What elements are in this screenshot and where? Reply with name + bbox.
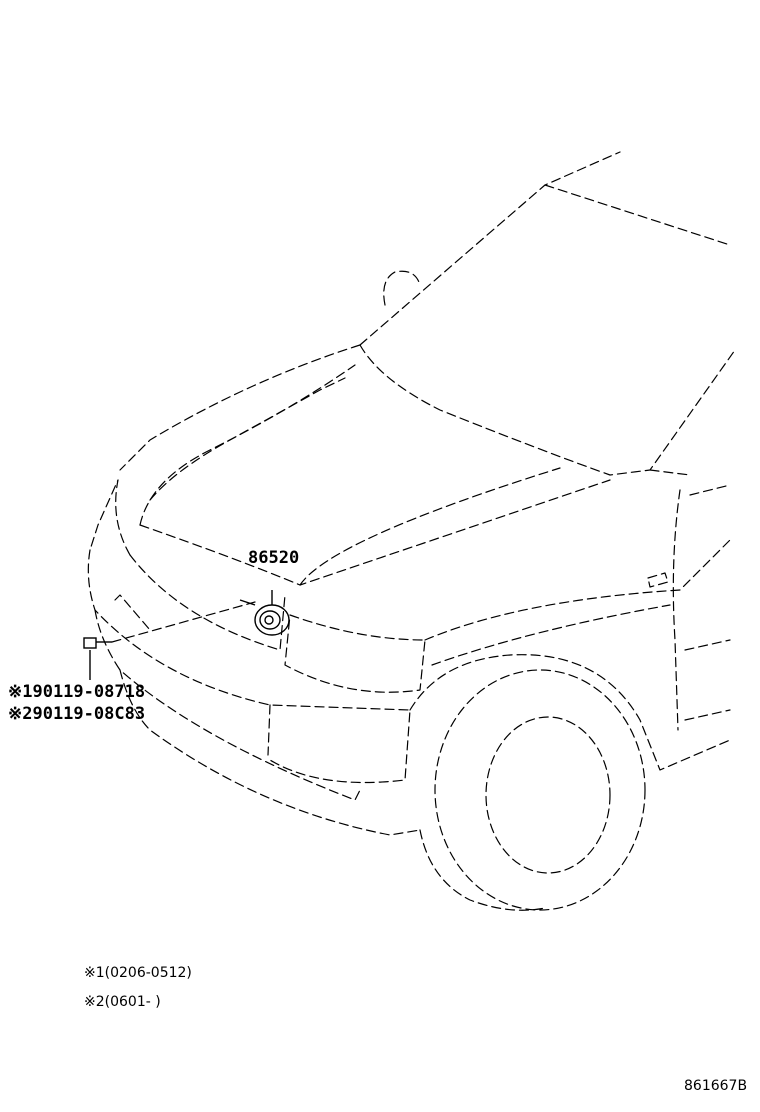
horn-part xyxy=(239,590,290,636)
part-number-horn[interactable]: 86520 xyxy=(248,548,300,568)
bolt-part xyxy=(83,601,256,680)
diagram-code: 861667B xyxy=(684,1078,748,1094)
applicability-note-1: ※1(0206-0512) xyxy=(84,965,192,981)
vehicle-outline xyxy=(87,151,736,911)
applicability-note-2: ※2(0601- ) xyxy=(84,994,161,1010)
part-number-bolt-1[interactable]: ※190119-08718 xyxy=(8,682,146,702)
part-number-bolt-2[interactable]: ※290119-08C83 xyxy=(8,704,146,724)
